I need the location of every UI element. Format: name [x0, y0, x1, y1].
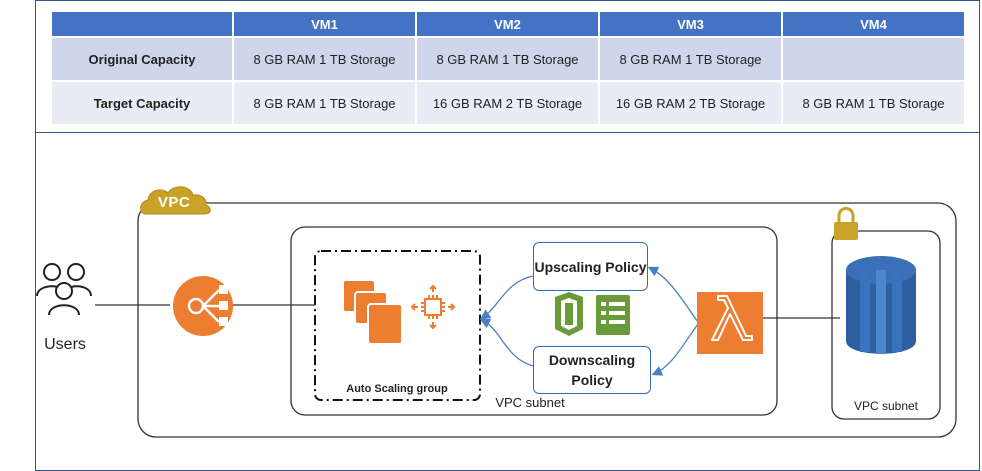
cloudwatch-icon [555, 292, 583, 336]
upscaling-to-asg-arrow [479, 275, 534, 320]
rds-database-icon [846, 256, 916, 354]
table-frame [35, 0, 980, 132]
table-cell: 8 GB RAM 1 TB Storage [234, 38, 415, 80]
table-header-row: VM1 VM2 VM3 VM4 [52, 12, 964, 36]
upscaling-policy-label: Upscaling Policy [534, 258, 647, 275]
cloud-icon [140, 186, 211, 215]
table-header-cell: VM3 [600, 12, 781, 36]
load-balancer-icon [173, 276, 233, 336]
table-cell: 8 GB RAM 1 TB Storage [600, 38, 781, 80]
lambda-icon [697, 292, 763, 354]
auto-scaling-icon [410, 284, 456, 330]
users-icon [36, 263, 92, 316]
table-row: Original Capacity 8 GB RAM 1 TB Storage … [52, 38, 964, 80]
vpc-subnet-label: VPC subnet [495, 395, 565, 410]
row-label: Target Capacity [52, 82, 232, 124]
vpc-subnet-db-boundary [831, 230, 941, 420]
table-header-cell [52, 12, 232, 36]
table-header-cell: VM4 [783, 12, 964, 36]
downscaling-policy-box: Downscaling Policy [533, 346, 651, 394]
vpc-label: VPC [157, 194, 191, 211]
upscaling-policy-box: Upscaling Policy [533, 242, 648, 291]
table-cell: 16 GB RAM 2 TB Storage [600, 82, 781, 124]
table-cell: 16 GB RAM 2 TB Storage [417, 82, 598, 124]
downscaling-policy-label: Downscaling Policy [548, 352, 636, 388]
vpc-subnet-boundary [290, 226, 778, 416]
table-cell: 8 GB RAM 1 TB Storage [234, 82, 415, 124]
vpc-subnet-db-label: VPC subnet [853, 399, 919, 413]
vpc-boundary [137, 202, 957, 438]
downscaling-to-asg-arrow [479, 318, 534, 367]
table-row: Target Capacity 8 GB RAM 1 TB Storage 16… [52, 82, 964, 124]
table-cell: 8 GB RAM 1 TB Storage [783, 82, 964, 124]
row-label: Original Capacity [52, 38, 232, 80]
lambda-to-downscaling-arrow [651, 323, 699, 376]
cloudwatch-alarm-icon [596, 295, 630, 335]
lambda-to-upscaling-arrow [647, 266, 699, 323]
table-cell: 8 GB RAM 1 TB Storage [417, 38, 598, 80]
users-label: Users [44, 336, 86, 353]
auto-scaling-group-label: Auto Scaling group [346, 383, 448, 395]
table-header-cell: VM2 [417, 12, 598, 36]
capacity-table: VM1 VM2 VM3 VM4 Original Capacity 8 GB R… [50, 10, 966, 126]
table-header-cell: VM1 [234, 12, 415, 36]
ec2-instances-icon [342, 279, 403, 345]
table-cell [783, 38, 964, 80]
auto-scaling-group-boundary [314, 250, 481, 401]
lock-icon [834, 207, 858, 240]
